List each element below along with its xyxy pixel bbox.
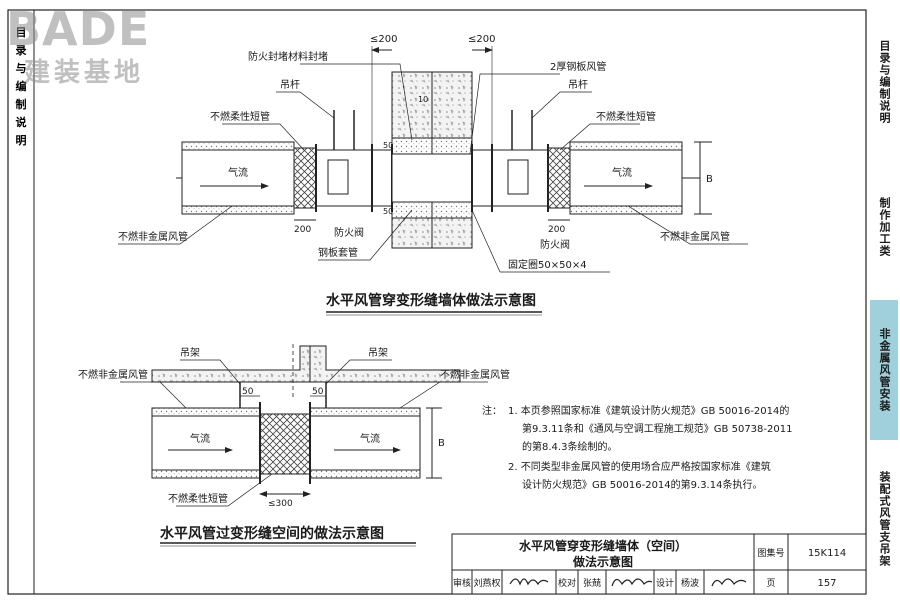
- tb-atlas-label: 图集号: [757, 547, 784, 559]
- note-line-1: 第9.3.11条和《通风与空调工程施工规范》GB 50738-2011: [522, 422, 792, 435]
- left-duct-wall-top: [181, 141, 295, 151]
- label-dim-200b: ≤200: [468, 34, 495, 45]
- label-dim-300: ≤300: [268, 499, 293, 509]
- label-bottom-airflow-left: 气流: [190, 432, 210, 445]
- title-block: [451, 533, 867, 595]
- slab-right: [309, 345, 461, 383]
- tb-review-name: 刘燕权: [473, 577, 500, 589]
- tb-title-2: 做法示意图: [572, 554, 633, 569]
- side-tab-support[interactable]: 装配式风管支吊架: [870, 446, 898, 592]
- bottom-left-duct: [151, 407, 261, 479]
- label-bottom-dim-B: B: [438, 438, 445, 449]
- side-tab-label: 非金属风管安装: [878, 328, 891, 412]
- signature-design: [711, 578, 747, 587]
- label-bottom-airflow-right: 气流: [360, 432, 380, 445]
- note-line-0: 1. 本页参照国家标准《建筑设计防火规范》GB 50016-2014的: [508, 404, 789, 417]
- tb-atlas-no: 15K114: [808, 548, 846, 559]
- seal-upper: [391, 137, 473, 155]
- tb-page-label: 页: [766, 578, 775, 589]
- label-dim-200-left: 200: [294, 225, 311, 235]
- side-tab-label: 装配式风管支吊架: [878, 471, 891, 567]
- tb-design-label: 设计: [656, 577, 674, 589]
- signature-review: [509, 578, 549, 586]
- label-dim-10: 10: [418, 95, 428, 104]
- label-fix-ring: 固定圈50×50×4: [508, 258, 587, 271]
- tb-design-name: 杨波: [681, 577, 699, 589]
- tb-proof-name: 张兢: [583, 578, 601, 589]
- slab-left: [151, 345, 327, 383]
- steel-sleeve: [391, 153, 473, 203]
- side-tab-catalog[interactable]: 目录与编制说明: [870, 12, 898, 152]
- side-tab-fabrication[interactable]: 制作加工类: [870, 172, 898, 282]
- label-flex-left: 不燃柔性短管: [210, 110, 270, 123]
- left-damper-box: [327, 159, 349, 195]
- tb-title-1: 水平风管穿变形缝墙体（空间）: [519, 538, 687, 553]
- label-hanger-rod-left: 吊杆: [280, 79, 300, 91]
- label-hanger-left: 吊架: [180, 347, 200, 359]
- label-steel-duct: 2厚钢板风管: [550, 60, 606, 73]
- left-nonmetal-duct: [181, 141, 295, 215]
- label-steel-sleeve: 钢板套管: [318, 246, 358, 259]
- side-tab-nonmetal-duct[interactable]: 非金属风管安装: [870, 300, 898, 440]
- label-airflow-left: 气流: [228, 166, 248, 179]
- label-bottom-nonmetal-left: 不燃非金属风管: [78, 368, 148, 381]
- tb-proof-label: 校对: [558, 577, 576, 589]
- side-tab-label: 目录与编制说明: [878, 40, 891, 124]
- bottom-flex-joint: [259, 413, 311, 475]
- label-hanger-right: 吊架: [368, 347, 388, 359]
- bottom-diagram: [120, 344, 488, 507]
- label-fire-damper-right: 防火阀: [540, 238, 570, 251]
- label-fire-seal: 防火封堵材料封堵: [248, 50, 328, 63]
- left-flex-joint: [293, 147, 317, 209]
- tb-review-label: 审核: [453, 577, 471, 589]
- notes-head: 注：: [482, 404, 502, 417]
- note-line-3: 2. 不同类型非金属风管的使用场合应严格按国家标准《建筑: [508, 460, 771, 473]
- label-fire-damper-left: 防火阀: [334, 226, 364, 239]
- bottom-diagram-title: 水平风管过变形缝空间的做法示意图: [160, 525, 384, 542]
- tb-page-no: 157: [817, 578, 836, 589]
- left-duct-wall-bot: [181, 205, 295, 215]
- outer-frame: [7, 9, 867, 595]
- note-line-4: 设计防火规范》GB 50016-2014的第9.3.14条执行。: [522, 478, 762, 491]
- label-nonmetal-right: 不燃非金属风管: [660, 230, 730, 243]
- top-diagram-title: 水平风管穿变形缝墙体做法示意图: [326, 292, 536, 309]
- note-line-2: 的第8.4.3条绘制的。: [522, 440, 617, 453]
- label-flex-right: 不燃柔性短管: [596, 110, 656, 123]
- top-diagram: [118, 46, 748, 273]
- side-tab-strip: 目录与编制说明 制作加工类 非金属风管安装 装配式风管支吊架: [868, 0, 900, 600]
- label-dim-50-bot: 50: [383, 207, 393, 216]
- left-margin-label: 目录与编制说明: [16, 26, 27, 147]
- left-steel-duct: [315, 149, 393, 207]
- label-hanger-rod-right: 吊杆: [568, 79, 588, 91]
- bottom-right-duct: [309, 407, 421, 479]
- svg-text:目录与编制说明: 目录与编制说明: [16, 26, 27, 147]
- label-bottom-flex: 不燃柔性短管: [168, 492, 228, 505]
- right-damper-box: [507, 159, 529, 195]
- label-dim-200a: ≤200: [370, 34, 397, 45]
- label-dim-B: B: [706, 174, 713, 185]
- label-nonmetal-left: 不燃非金属风管: [118, 230, 188, 243]
- label-dim-50a: 50: [242, 387, 254, 397]
- label-dim-50b: 50: [312, 387, 324, 397]
- label-dim-50-top: 50: [383, 141, 393, 150]
- seal-lower: [391, 201, 473, 219]
- signature-proof: [611, 578, 653, 587]
- label-bottom-nonmetal-right: 不燃非金属风管: [440, 368, 510, 381]
- right-flex-joint: [547, 147, 571, 209]
- label-airflow-right: 气流: [612, 166, 632, 179]
- label-dim-200-right: 200: [548, 225, 565, 235]
- side-tab-label: 制作加工类: [878, 197, 891, 257]
